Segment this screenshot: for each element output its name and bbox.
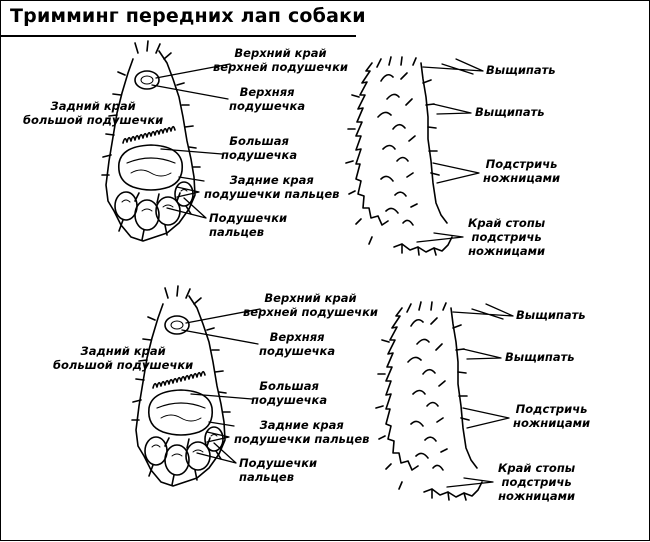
label-pluck-1: Выщипать	[516, 308, 586, 322]
panel-2-leader-lines	[181, 303, 514, 488]
title-underline	[1, 35, 356, 37]
panel-1-paw-underside	[101, 40, 201, 242]
label-pluck-1: Выщипать	[486, 63, 556, 77]
label-pluck-2: Выщипать	[505, 350, 575, 364]
panel-2-leg-side-view	[375, 301, 483, 501]
panel-1-leader-lines	[151, 58, 484, 243]
page-title: Тримминг передних лап собаки	[10, 5, 366, 27]
panel-1-leg-side-view	[345, 56, 453, 256]
label-pluck-2: Выщипать	[475, 105, 545, 119]
panel-2-paw-underside	[131, 285, 231, 487]
